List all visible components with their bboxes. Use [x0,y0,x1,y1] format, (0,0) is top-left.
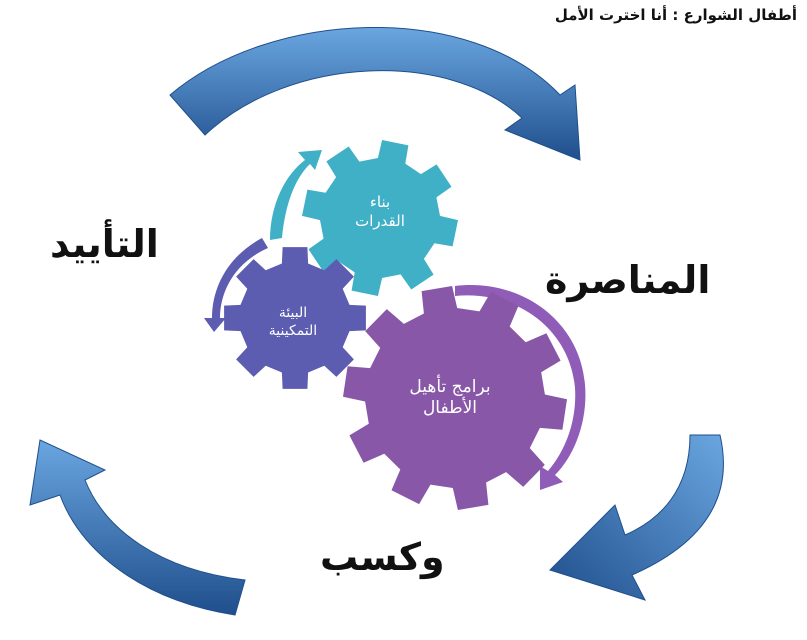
label-gain: وكسب [320,535,445,579]
gear-env-line2: التمكينية [268,322,318,339]
label-advocacy: التأييد [50,222,159,266]
gear-env-label: البيئة التمكينية [238,305,348,340]
page-title: أطفال الشوارع : أنا اخترت الأمل [554,6,797,24]
bottom-right-cycle-arrow [549,434,724,601]
gear-capacity-line1: بناء [369,193,391,211]
gear-child-rehab [343,286,567,510]
gear-enabling-environment [224,247,366,389]
gear-rehab-line1: برامج تأهيل [409,377,491,397]
teal-small-arrow [270,150,322,240]
gear-capacity-building [302,140,458,296]
gear-capacity-line2: القدرات [355,211,405,230]
gear-env-line1: البيئة [278,305,308,321]
label-support: المناصرة [545,258,711,302]
indigo-small-arrow [204,238,268,332]
gear-rehab-label: برامج تأهيل الأطفال [380,377,520,420]
gear-rehab-line2: الأطفال [422,398,478,419]
bottom-left-cycle-arrow [29,439,246,616]
top-cycle-arrow [169,27,581,161]
gear-capacity-label: بناء القدرات [330,193,430,231]
